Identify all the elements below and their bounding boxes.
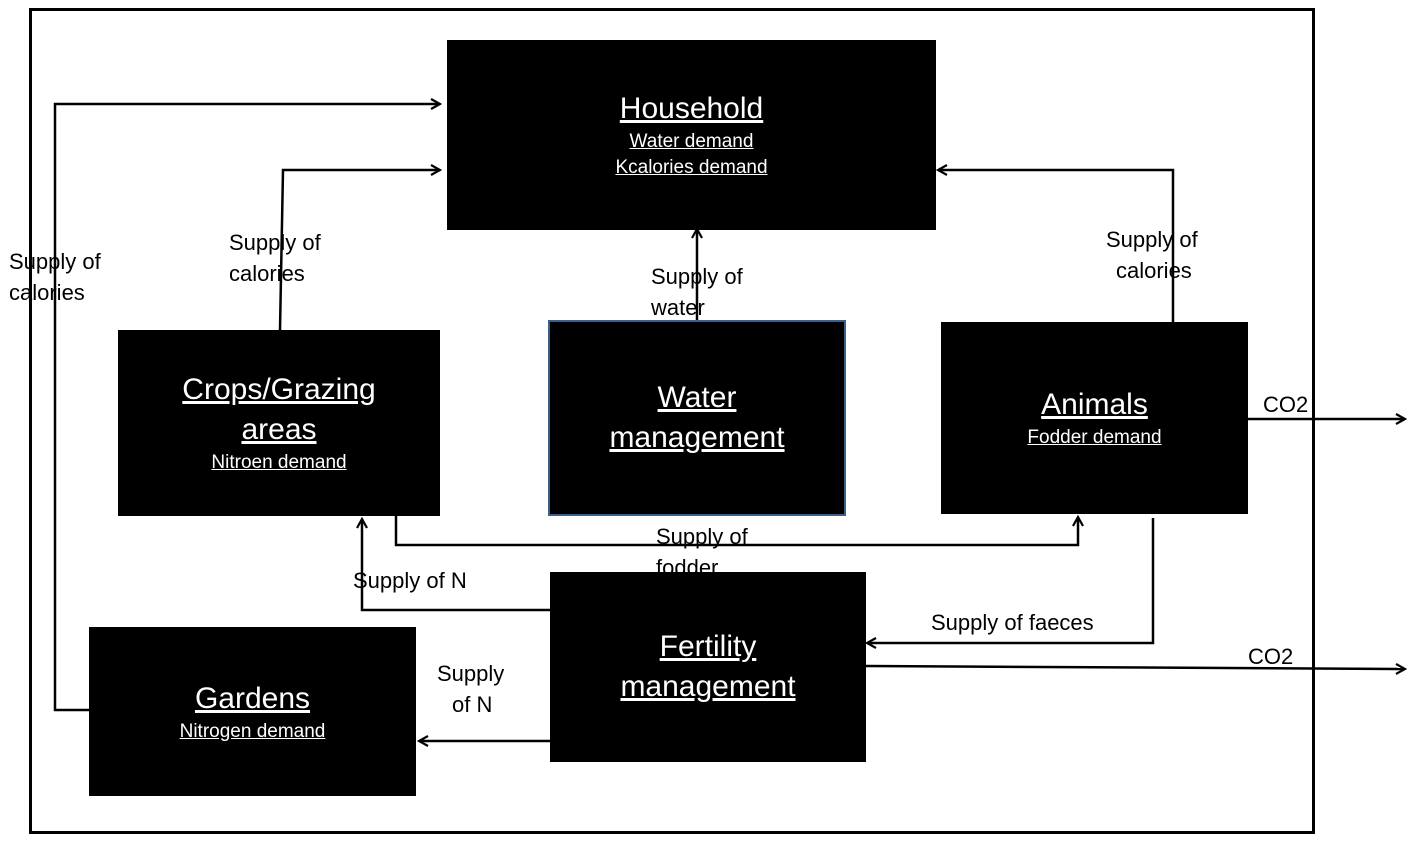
arrow-fertility-co2 [865, 666, 1405, 669]
label-animals-calories-line1: Supply of [1106, 227, 1198, 252]
label-fodder-line1: Supply of [656, 524, 748, 549]
label-crops-calories-line2: calories [229, 261, 305, 286]
label-co2-fertility: CO2 [1248, 644, 1294, 669]
animals-box: Animals Fodder demand [941, 322, 1248, 514]
household-water-demand: Water demand [629, 131, 754, 152]
household-title: Household [619, 92, 764, 125]
fertility-title-line1: Fertility [659, 630, 757, 663]
label-animals-calories-line2: calories [1116, 258, 1192, 283]
gardens-title: Gardens [194, 681, 311, 715]
water-title-line1: Water [657, 381, 737, 414]
gardens-box: Gardens Nitrogen demand [89, 627, 416, 796]
label-supply-n-gardens-line1: Supply [437, 661, 505, 686]
water-management-box: Water management [548, 320, 846, 516]
label-left-calories-line2: calories [9, 280, 85, 305]
gardens-nitrogen-demand: Nitrogen demand [179, 720, 326, 742]
label-supply-faeces: Supply of faeces [931, 610, 1094, 635]
label-supply-n-crops: Supply of N [353, 568, 467, 593]
label-water-supply-line2: water [651, 295, 705, 320]
label-water-supply-line1: Supply of [651, 264, 743, 289]
crops-title-line2: areas [241, 413, 317, 446]
crops-box: Crops/Grazing areas Nitroen demand [118, 330, 440, 516]
label-supply-n-gardens-line2: of N [452, 692, 493, 717]
arrow-crops-to-animals [394, 516, 1078, 547]
arrow-gardens-to-household [53, 104, 440, 712]
water-title-line2: management [609, 421, 785, 454]
fertility-title-line2: management [620, 670, 796, 703]
arrow-fertility-to-crops [362, 519, 550, 612]
animals-title: Animals [1041, 388, 1148, 421]
label-co2-animals: CO2 [1263, 392, 1309, 417]
label-fodder-line2: fodder [656, 555, 719, 580]
arrow-animals-to-fertility [867, 518, 1155, 643]
crops-nitrogen-demand: Nitroen demand [211, 452, 347, 473]
household-kcalories-demand: Kcalories demand [615, 157, 768, 178]
arrow-crops-to-household [278, 170, 440, 331]
crops-title-line1: Crops/Grazing [182, 373, 376, 406]
household-box: Household Water demand Kcalories demand [447, 40, 936, 230]
arrow-animals-to-household [938, 170, 1175, 322]
fertility-management-box: Fertility management [550, 572, 866, 762]
animals-fodder-demand: Fodder demand [1027, 427, 1162, 448]
label-crops-calories-line1: Supply of [229, 230, 321, 255]
system-boundary [29, 8, 1315, 834]
label-left-calories-line1: Supply of [9, 249, 101, 274]
